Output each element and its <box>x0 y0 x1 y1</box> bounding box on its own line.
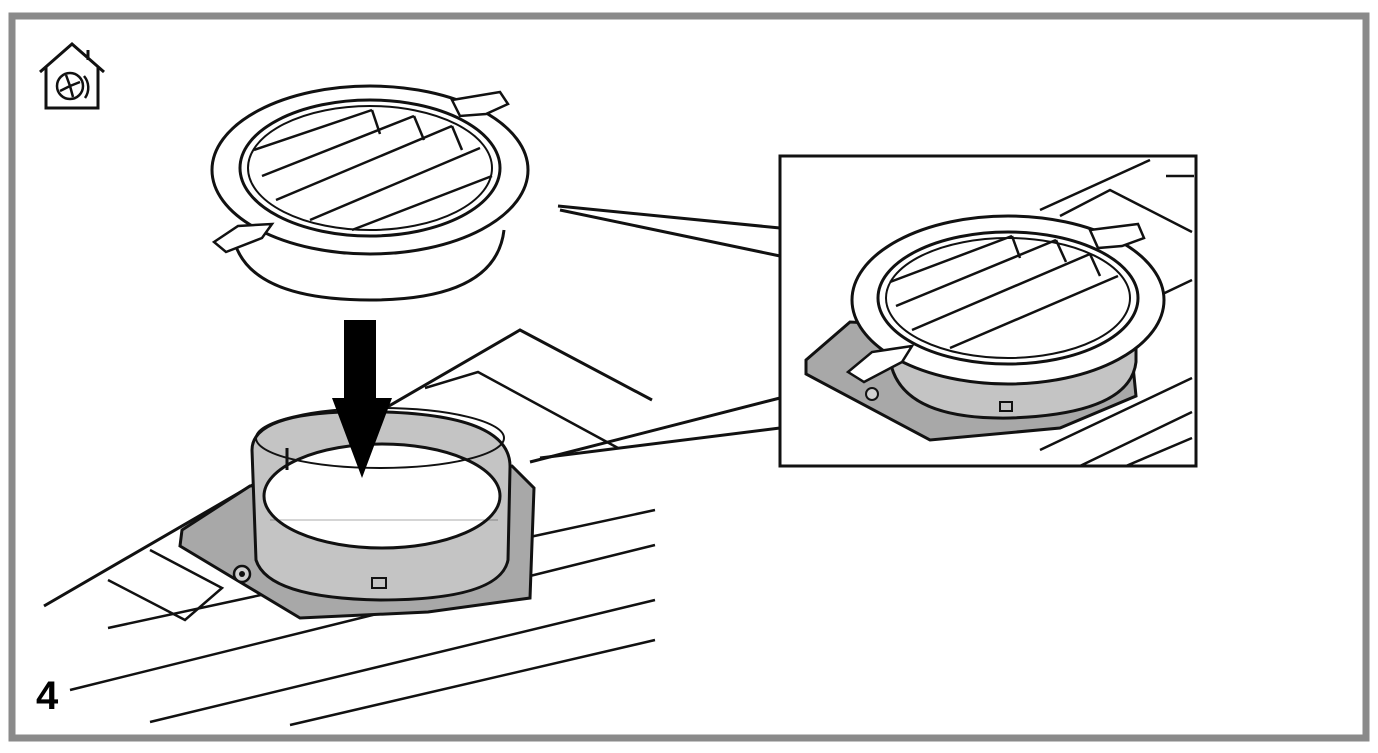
flange-screw-hole <box>239 571 245 577</box>
detail-screw <box>865 387 879 401</box>
insert-arrow <box>332 320 392 478</box>
figure-border <box>8 12 1370 742</box>
detail-valve <box>845 214 1166 386</box>
house-fan-icon <box>39 42 105 110</box>
non-return-valve <box>210 84 530 302</box>
step-number: 4 <box>36 674 59 718</box>
outlet-collar <box>250 407 512 602</box>
detail-callout <box>529 154 1198 468</box>
